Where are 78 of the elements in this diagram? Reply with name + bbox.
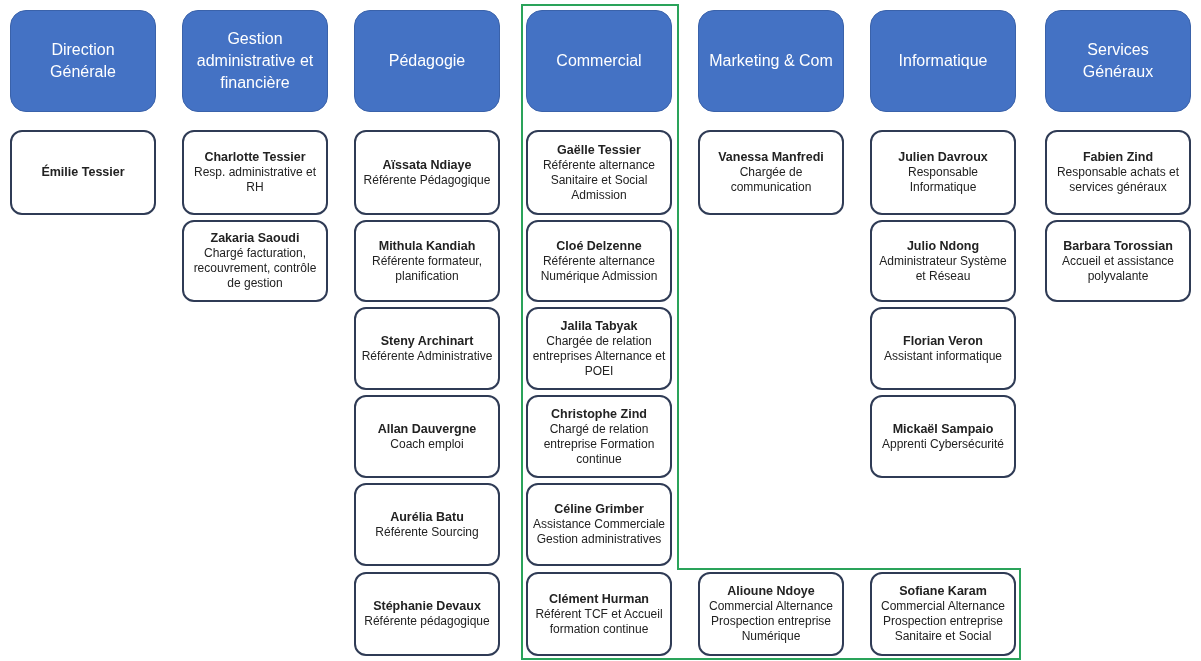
job-title: Responsable Informatique	[906, 165, 980, 195]
person-card	[870, 395, 1016, 478]
person-name: Julio Ndong	[906, 238, 980, 254]
department-header: Pédagogie	[354, 10, 500, 112]
person-card	[698, 130, 844, 215]
person-card	[182, 220, 328, 302]
person-name: Cloé Delzenne	[556, 238, 642, 254]
job-title: Référente Sourcing	[375, 524, 479, 540]
person-card	[354, 130, 500, 215]
job-title: Référente Administrative	[361, 348, 493, 364]
person-name: Sofiane Karam	[899, 584, 987, 599]
department-header: Gestion administrative et financière	[182, 10, 328, 112]
person-name: Clément Hurman	[549, 591, 649, 607]
person-name: Jalila Tabyak	[560, 318, 638, 334]
person-name: Stéphanie Devaux	[373, 599, 481, 614]
job-title: Référente alternance Sanitaire et Social Admission	[541, 157, 657, 203]
department-header: Direction Générale	[10, 10, 156, 112]
job-title: Apprenti Cybersécurité	[881, 436, 1005, 452]
department-header: Services Généraux	[1045, 10, 1191, 112]
person-card	[870, 220, 1016, 302]
job-title: Chargé de relation entreprise Formation continue	[542, 421, 656, 467]
person-card	[354, 395, 500, 478]
person-card	[870, 572, 1016, 656]
person-name: Émilie Tessier	[41, 165, 125, 180]
person-name: Vanessa Manfredi	[718, 150, 824, 165]
person-name: Céline Grimber	[554, 502, 644, 517]
person-card	[526, 395, 672, 478]
job-title: Responsable achats et services généraux	[1055, 165, 1181, 195]
job-title: Chargé facturation, recouvrement, contrôle de gestion	[192, 246, 318, 291]
department-header: Commercial	[526, 10, 672, 112]
person-card	[870, 307, 1016, 390]
person-card	[1045, 220, 1191, 302]
department-header: Marketing & Com	[698, 10, 844, 112]
person-card	[526, 130, 672, 215]
job-title: Référente formateur, planification	[370, 253, 484, 284]
person-name: Aurélia Batu	[390, 509, 464, 525]
person-card	[526, 307, 672, 390]
job-title: Référente alternance Numérique Admission	[539, 253, 659, 284]
person-card	[698, 572, 844, 656]
person-name: Julien Davroux	[898, 150, 988, 165]
job-title: Resp. administrative et RH	[192, 165, 318, 195]
person-name: Christophe Zind	[551, 406, 647, 422]
job-title: Administrateur Système et Réseau	[878, 253, 1008, 284]
person-card	[1045, 130, 1191, 215]
person-card	[10, 130, 156, 215]
person-name: Mithula Kandiah	[378, 238, 476, 254]
person-name: Alioune Ndoye	[727, 584, 815, 599]
person-name: Florian Veron	[903, 333, 983, 349]
person-card	[354, 572, 500, 656]
person-name: Gaëlle Tessier	[557, 142, 641, 158]
person-name: Charlotte Tessier	[204, 150, 306, 165]
job-title: Commercial Alternance Prospection entreprise Numérique	[707, 599, 835, 644]
job-title: Commercial Alternance Prospection entreprise Sanitaire et Social	[879, 599, 1007, 644]
person-card	[870, 130, 1016, 215]
person-card	[526, 483, 672, 566]
person-name: Fabien Zind	[1082, 150, 1154, 165]
person-card	[526, 572, 672, 656]
job-title: Chargée de communication	[729, 165, 813, 195]
person-card	[354, 307, 500, 390]
person-name: Steny Archinart	[380, 333, 474, 349]
person-card	[354, 483, 500, 566]
job-title: Référente Pédagogique	[363, 172, 491, 188]
job-title: Référente pédagogique	[364, 614, 490, 629]
job-title: Chargée de relation entreprises Alternance et POEI	[532, 333, 666, 379]
person-card	[182, 130, 328, 215]
person-name: Mickaël Sampaio	[892, 421, 994, 437]
job-title: Assistance Commerciale Gestion administratives	[532, 517, 666, 547]
job-title: Accueil et assistance polyvalante	[1060, 253, 1176, 284]
person-name: Allan Dauvergne	[377, 421, 477, 437]
person-card	[354, 220, 500, 302]
job-title: Coach emploi	[390, 436, 464, 452]
person-name: Barbara Torossian	[1063, 238, 1173, 254]
department-header: Informatique	[870, 10, 1016, 112]
job-title: Assistant informatique	[883, 348, 1003, 364]
person-card	[526, 220, 672, 302]
person-name: Zakaria Saoudi	[210, 231, 300, 246]
person-name: Aïssata Ndiaye	[382, 157, 472, 173]
job-title: Référent TCF et Accueil formation continue	[534, 606, 664, 637]
